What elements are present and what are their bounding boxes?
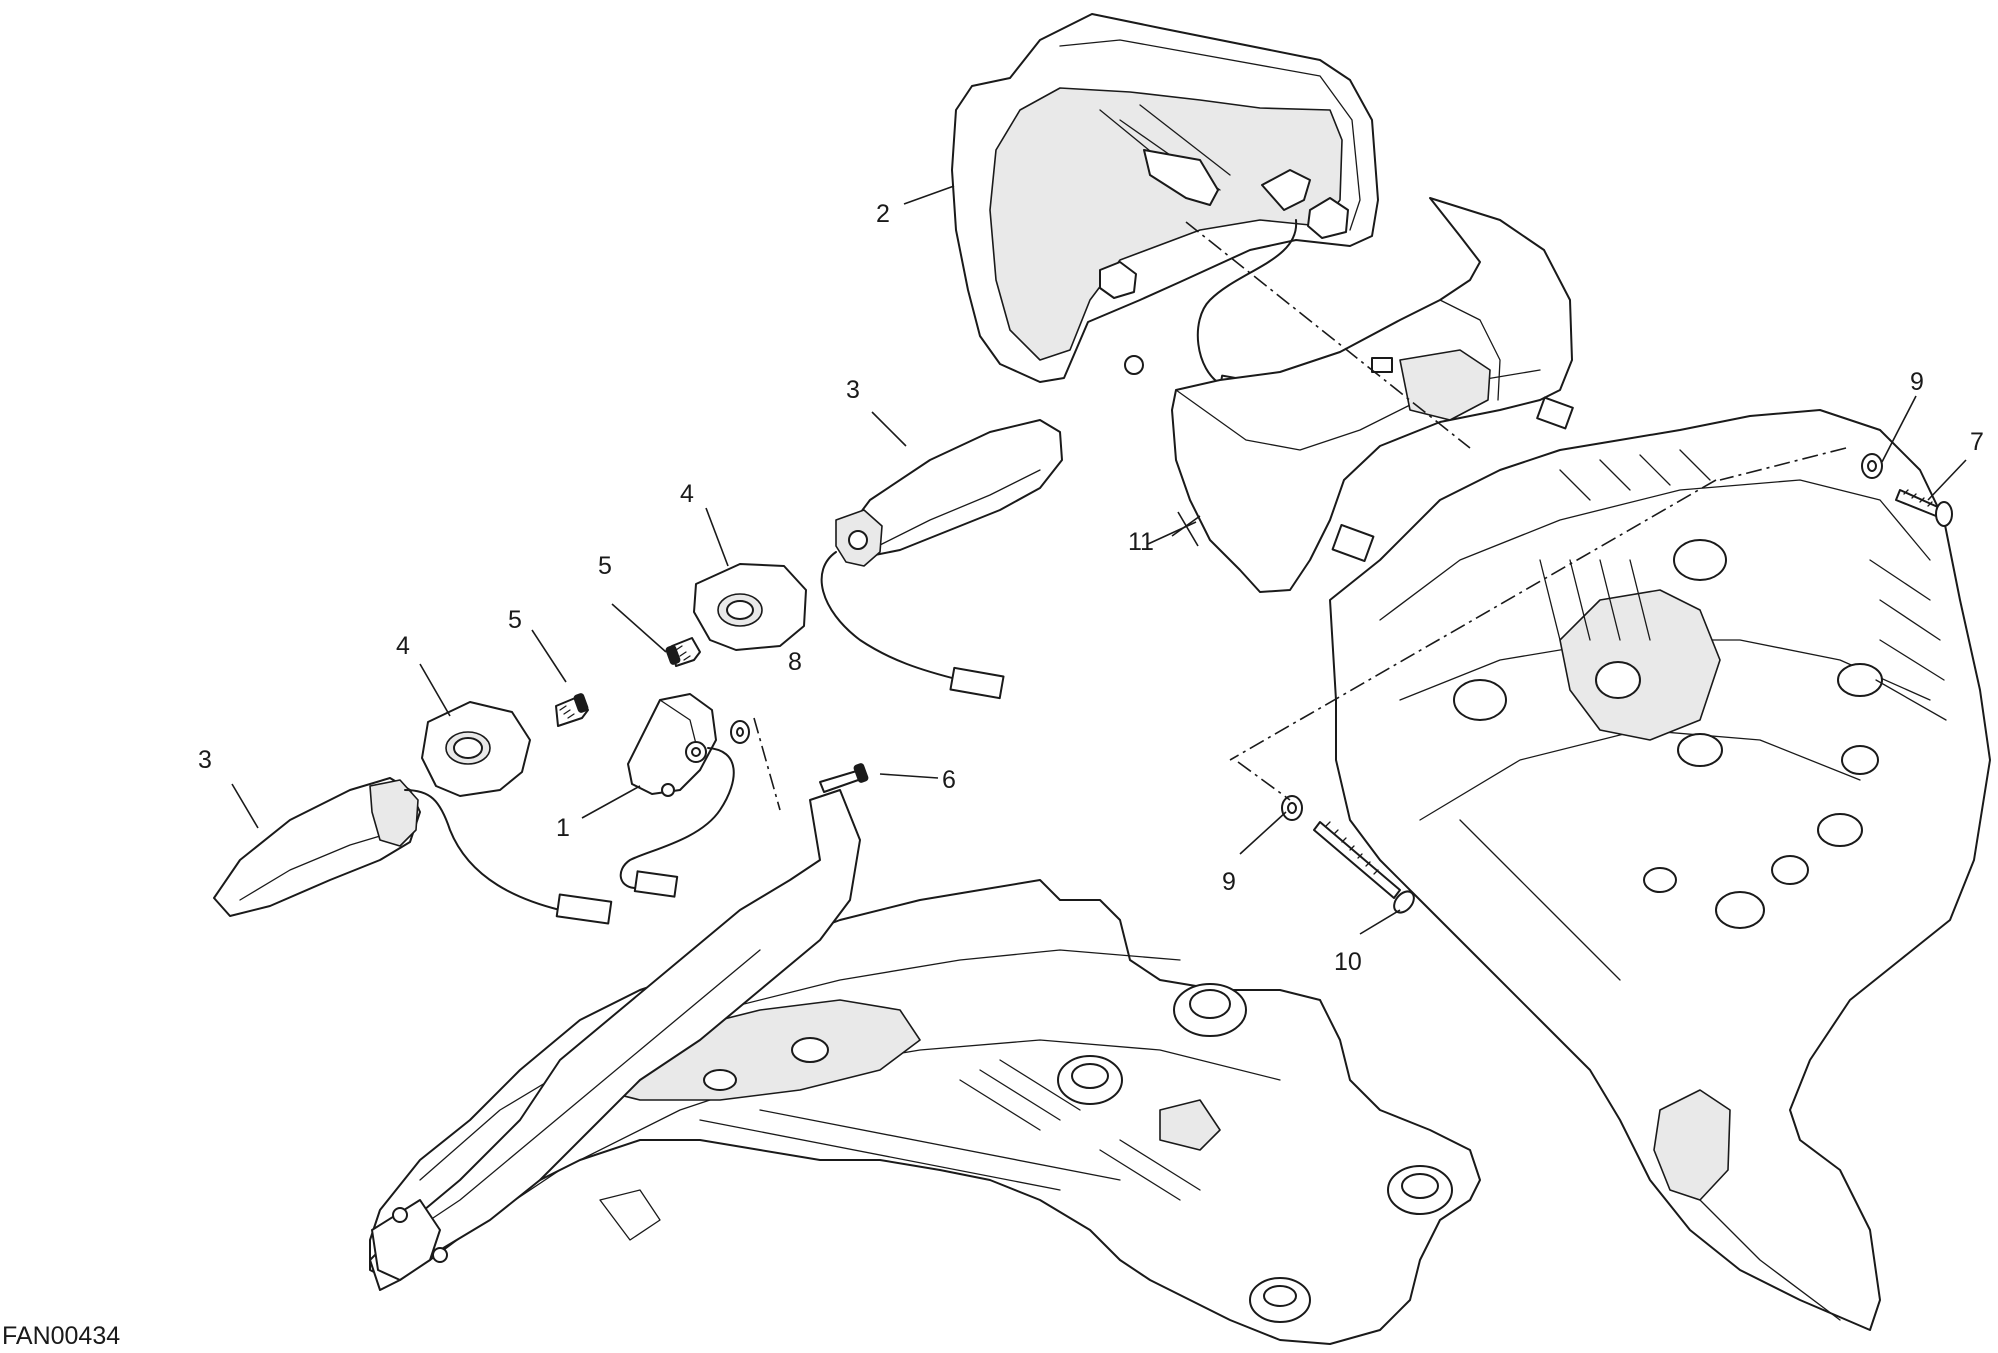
washer-9-upper-part	[1861, 453, 1883, 479]
figure-code: FAN00434	[2, 1322, 120, 1348]
callout-label-5-lower: 5	[508, 606, 522, 634]
grommet-right-part	[693, 563, 807, 651]
callout-label-3-upper: 3	[846, 376, 860, 404]
callout-label-10: 10	[1334, 948, 1362, 976]
callout-label-6: 6	[942, 766, 956, 794]
callout-labels: 2 3 3 4 4 5 5 1 6 8 9 7 9 10 11	[198, 200, 1984, 976]
bolt-10-part	[1313, 821, 1415, 914]
turn-signal-right-part	[820, 419, 1063, 700]
screw-right-part	[665, 637, 701, 667]
license-light-part	[619, 693, 735, 898]
callout-label-11: 11	[1128, 528, 1154, 556]
lower-plate-support-part	[369, 789, 861, 1291]
turn-signal-left-part	[213, 777, 613, 925]
leader-lines	[231, 185, 1967, 935]
callout-label-2: 2	[876, 200, 890, 228]
assembly-lines	[753, 221, 1847, 811]
right-rear-fender-part	[1329, 409, 1991, 1331]
screw-left-part	[555, 693, 589, 727]
callout-label-1: 1	[556, 814, 570, 842]
washer-9-lower-part	[1281, 795, 1303, 821]
callout-label-7: 7	[1970, 428, 1984, 456]
callout-label-3-lower: 3	[198, 746, 212, 774]
callout-label-9-upper: 9	[1910, 368, 1924, 396]
bolt-7-part	[1895, 489, 1953, 527]
tail-light-part	[951, 13, 1379, 406]
callout-label-8: 8	[788, 648, 802, 676]
license-bracket-part	[1171, 197, 1574, 593]
grommet-left-part	[421, 701, 531, 797]
callout-label-5-upper: 5	[598, 552, 612, 580]
callout-label-4-lower: 4	[396, 632, 410, 660]
callout-label-9-lower: 9	[1222, 868, 1236, 896]
callout-label-4-upper: 4	[680, 480, 694, 508]
screw-6-part	[819, 763, 869, 793]
washer-small-part	[730, 720, 750, 744]
